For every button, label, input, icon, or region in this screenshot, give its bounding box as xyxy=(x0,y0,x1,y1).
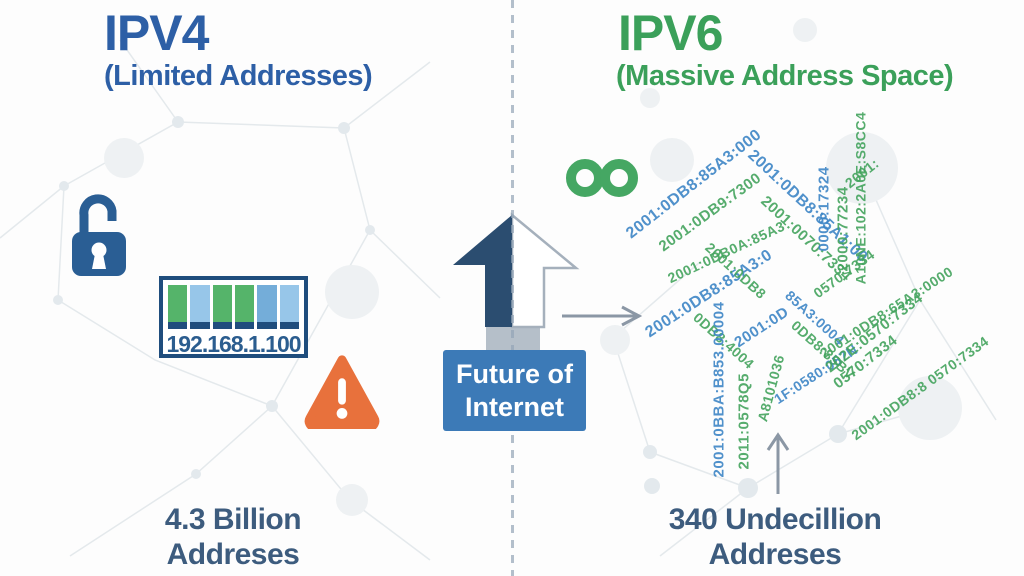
warning-triangle-icon xyxy=(304,355,380,429)
ipv6-stat-line1: 340 Undecillion xyxy=(668,503,882,536)
ipv4-stat-line2: Addreses xyxy=(166,537,300,571)
ipv6-title: IPV6 xyxy=(618,5,723,61)
ipv4-address-text: 192.168.1.100 xyxy=(166,331,301,357)
ipv6-address-text: 2001:0BBA:B853.00004 xyxy=(710,301,728,478)
ip-segment xyxy=(168,285,188,329)
ip-box-segments xyxy=(168,285,299,329)
ip-segment xyxy=(279,285,299,329)
ipv4-stat-line1: 4.3 Billion xyxy=(164,503,302,536)
ipv4-stat: 4.3 Billion Addreses xyxy=(103,503,363,572)
ip-segment xyxy=(257,285,277,329)
ip-segment xyxy=(190,285,210,329)
ip-segment xyxy=(234,285,255,329)
ipv4-title: IPV4 xyxy=(104,5,209,61)
future-of-internet-label: Future of Internet xyxy=(443,350,586,431)
ipv6-stat: 340 Undecillion Addreses xyxy=(645,503,905,572)
ipv6-address-text: 2011:0578Q5 xyxy=(735,373,753,470)
center-dashed-divider xyxy=(511,0,514,576)
label-line1: Future of xyxy=(456,359,573,390)
up-arrow-icon xyxy=(766,432,790,494)
ipv6-address-text: 2001:0D xyxy=(731,303,792,352)
infinity-icon xyxy=(566,159,638,197)
ipv6-subtitle: (Massive Address Space) xyxy=(616,60,954,92)
ipv6-stat-line2: Addreses xyxy=(708,537,842,571)
label-line2: Internet xyxy=(464,391,564,422)
ip-segment xyxy=(212,285,232,329)
ipv6-address-text: 0000:17324 xyxy=(815,166,833,252)
ipv4-address-box: 192.168.1.100 xyxy=(159,276,308,358)
ipv4-subtitle: (Limited Addresses) xyxy=(104,60,373,92)
right-arrow-icon xyxy=(562,305,643,327)
open-padlock-icon xyxy=(72,194,126,276)
